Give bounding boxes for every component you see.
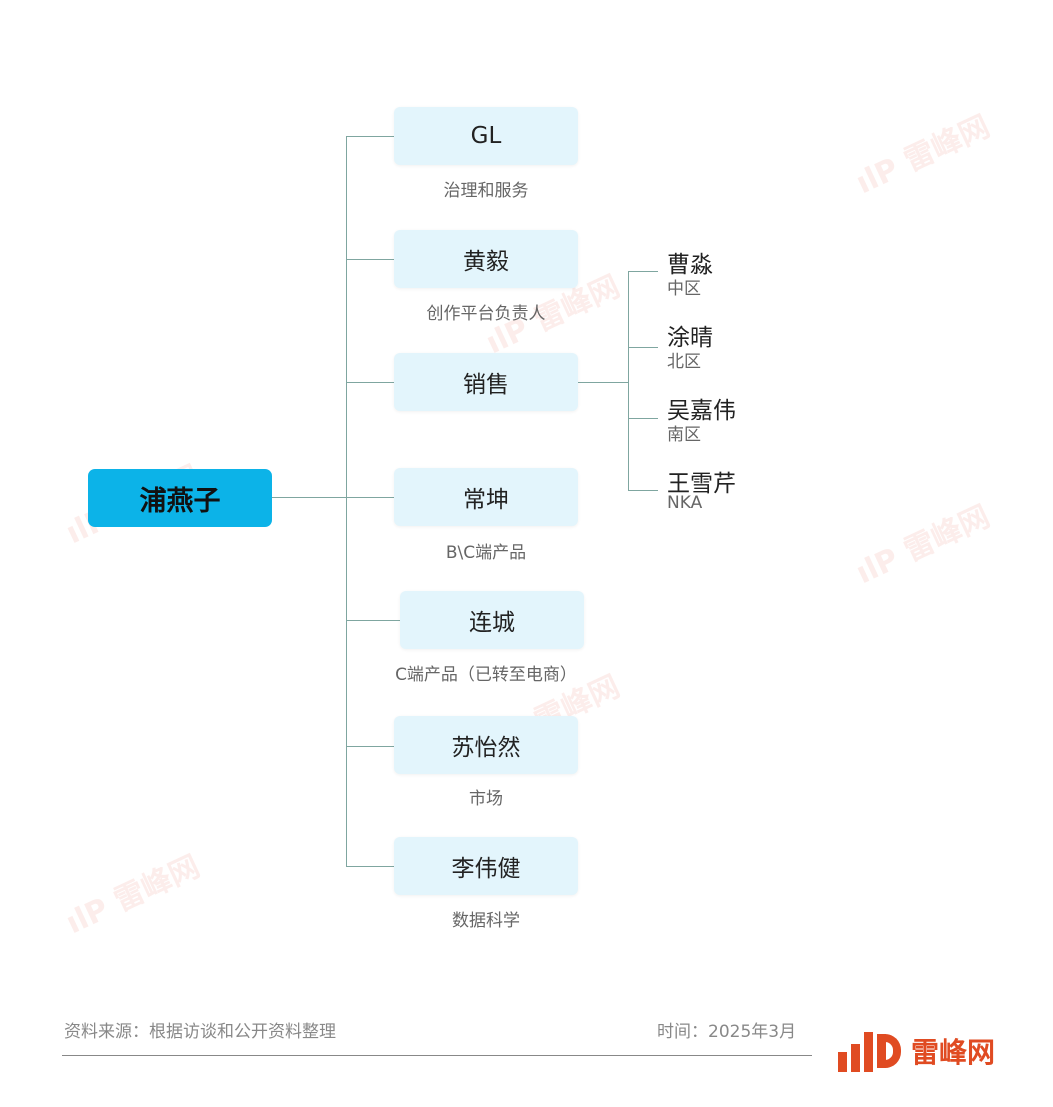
connector — [346, 866, 394, 867]
logo-bars-icon — [838, 1030, 873, 1072]
connector — [346, 382, 394, 383]
connector — [578, 382, 628, 383]
watermark: ılP 雷峰网 — [60, 849, 206, 942]
footer-divider — [62, 1055, 812, 1056]
connector — [628, 347, 658, 348]
brand-logo: 雷峰网 — [838, 1030, 995, 1072]
node-liweijian: 李伟健 — [394, 837, 578, 895]
source-note: 资料来源：根据访谈和公开资料整理 — [64, 1022, 336, 1042]
node-suyiran: 苏怡然 — [394, 716, 578, 774]
connector — [628, 418, 658, 419]
node-role: 数据科学 — [452, 911, 520, 931]
node-role: 市场 — [469, 789, 503, 809]
connector — [346, 259, 394, 260]
sales-member-name: 涂晴 — [667, 325, 713, 351]
watermark: ılP 雷峰网 — [850, 109, 996, 202]
sales-member-name: 王雪芹 — [667, 471, 736, 497]
sales-member-region: 北区 — [667, 352, 701, 372]
connector — [272, 497, 346, 498]
node-gl: GL — [394, 107, 578, 165]
node-sales: 销售 — [394, 353, 578, 411]
node-role: B\C端产品 — [445, 543, 527, 563]
sales-member-name: 曹淼 — [667, 252, 713, 278]
connector — [346, 136, 394, 137]
connector — [346, 620, 400, 621]
node-role: 创作平台负责人 — [426, 304, 546, 324]
connector — [628, 271, 658, 272]
node-liancheng: 连城 — [400, 591, 584, 649]
sales-member-region: 中区 — [667, 279, 701, 299]
node-huangyi: 黄毅 — [394, 230, 578, 288]
sales-member-region: NKA — [667, 493, 703, 513]
node-role: 治理和服务 — [443, 181, 529, 201]
root-node: 浦燕子 — [88, 469, 272, 527]
logo-text: 雷峰网 — [911, 1036, 996, 1069]
sales-member-name: 吴嘉伟 — [667, 398, 736, 424]
logo-p-icon — [877, 1034, 901, 1068]
connector-trunk — [346, 136, 347, 867]
node-changkun: 常坤 — [394, 468, 578, 526]
connector — [346, 497, 394, 498]
watermark: ılP 雷峰网 — [850, 499, 996, 592]
connector-sales — [628, 271, 629, 491]
sales-member-region: 南区 — [667, 425, 701, 445]
date-note: 时间：2025年3月 — [657, 1022, 797, 1042]
connector — [346, 746, 394, 747]
node-role: C端产品（已转至电商） — [395, 665, 577, 685]
connector — [628, 490, 658, 491]
